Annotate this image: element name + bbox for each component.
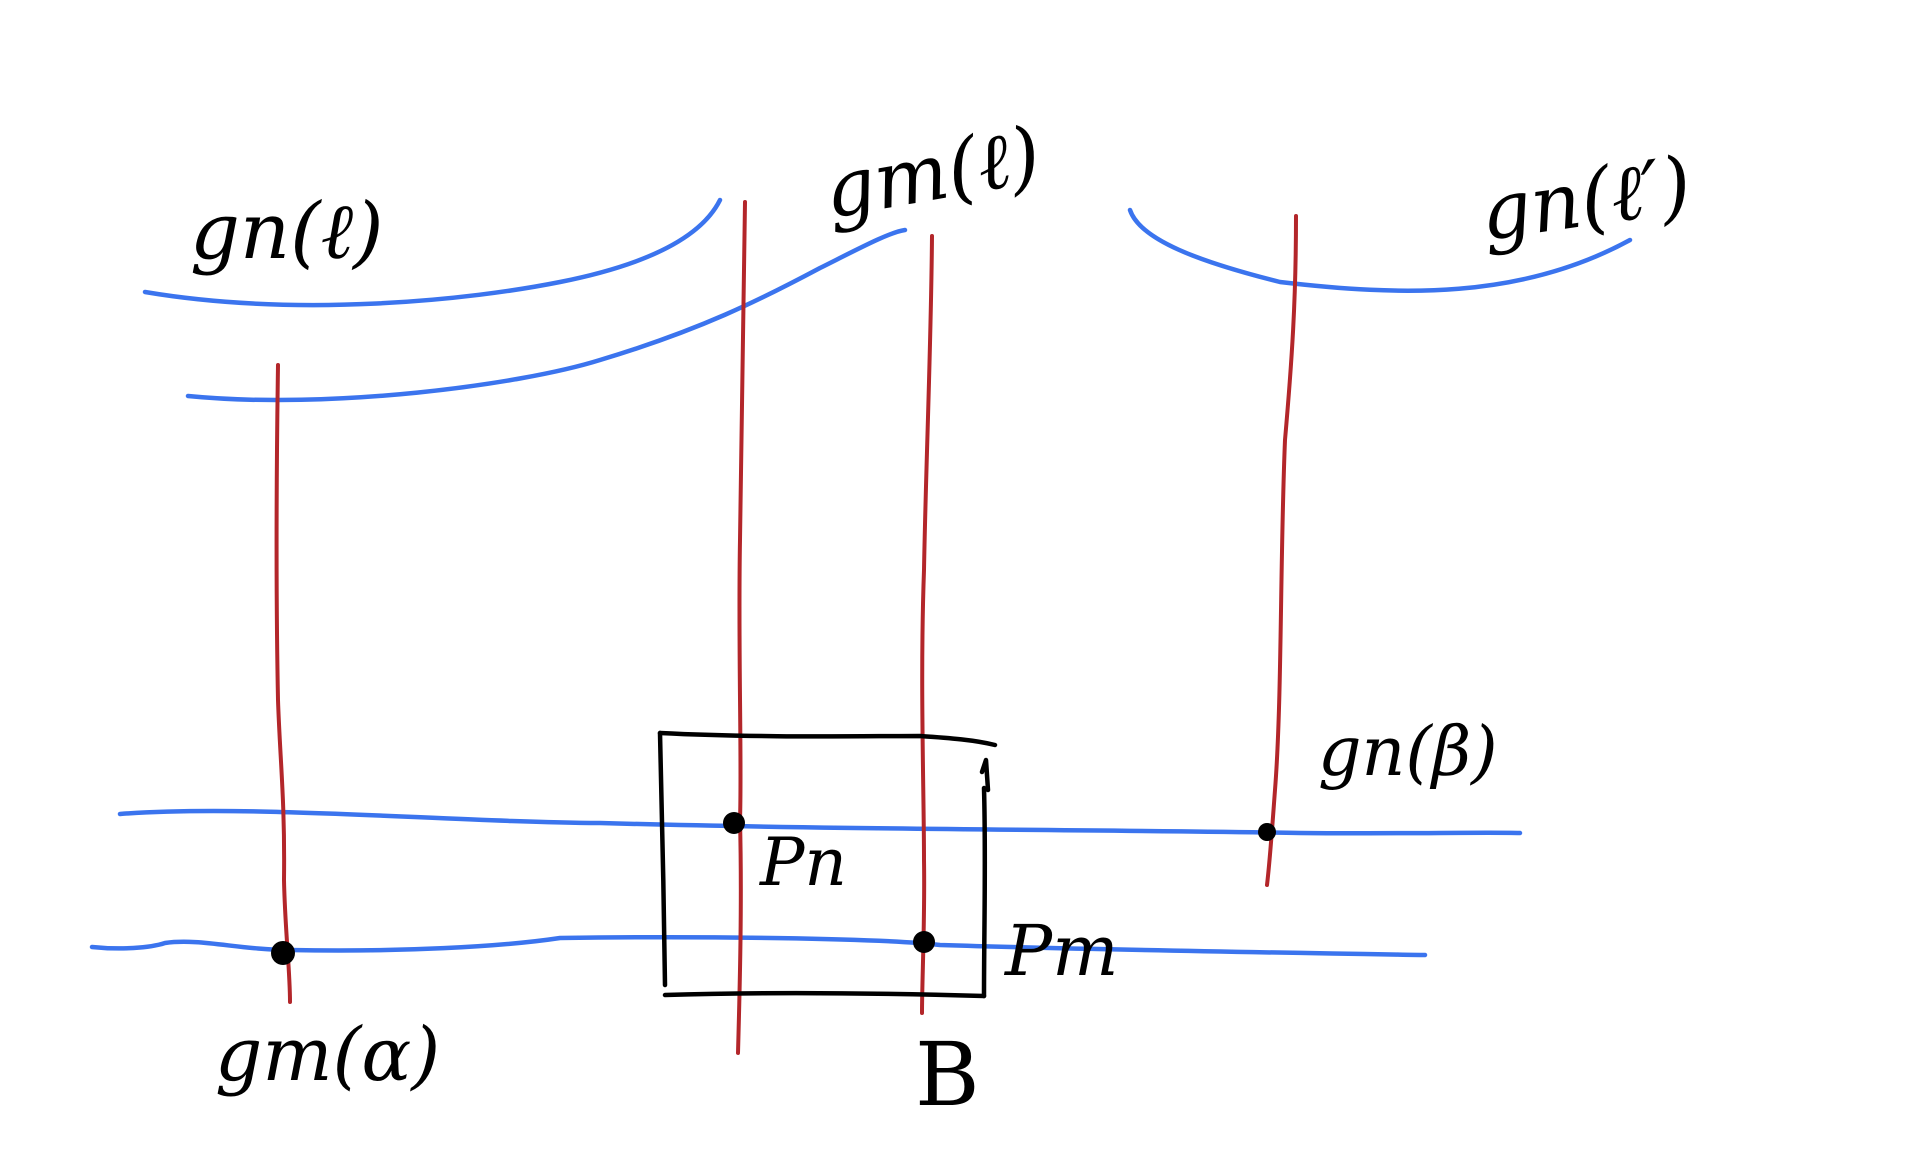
curve-gn-beta xyxy=(117,808,1523,836)
curve-gn-l xyxy=(142,197,723,308)
red-line-3 xyxy=(920,234,934,1015)
label-b: B xyxy=(915,1023,980,1126)
red-line-2 xyxy=(736,200,747,1055)
point-pm xyxy=(913,931,935,953)
label-gm-l: gm(ℓ) xyxy=(818,110,1048,236)
curve-gm-l xyxy=(185,227,908,403)
box-b xyxy=(657,730,998,999)
label-gn-lprime: gn(ℓ′) xyxy=(1475,140,1697,259)
label-gn-l: gn(ℓ) xyxy=(190,187,384,277)
label-gn-beta: gn(β) xyxy=(1318,713,1498,792)
label-gm-alpha: gm(α) xyxy=(215,1012,440,1098)
point-gn-beta xyxy=(1258,823,1276,841)
red-line-4 xyxy=(1265,214,1298,887)
curve-gm-alpha xyxy=(89,935,1428,958)
point-gm-alpha xyxy=(271,941,295,965)
red-line-1 xyxy=(274,363,292,1004)
label-pm: Pm xyxy=(1003,910,1118,992)
curve-gn-lprime xyxy=(1127,207,1633,293)
label-pn: Pn xyxy=(759,824,847,901)
point-pn xyxy=(723,812,745,834)
